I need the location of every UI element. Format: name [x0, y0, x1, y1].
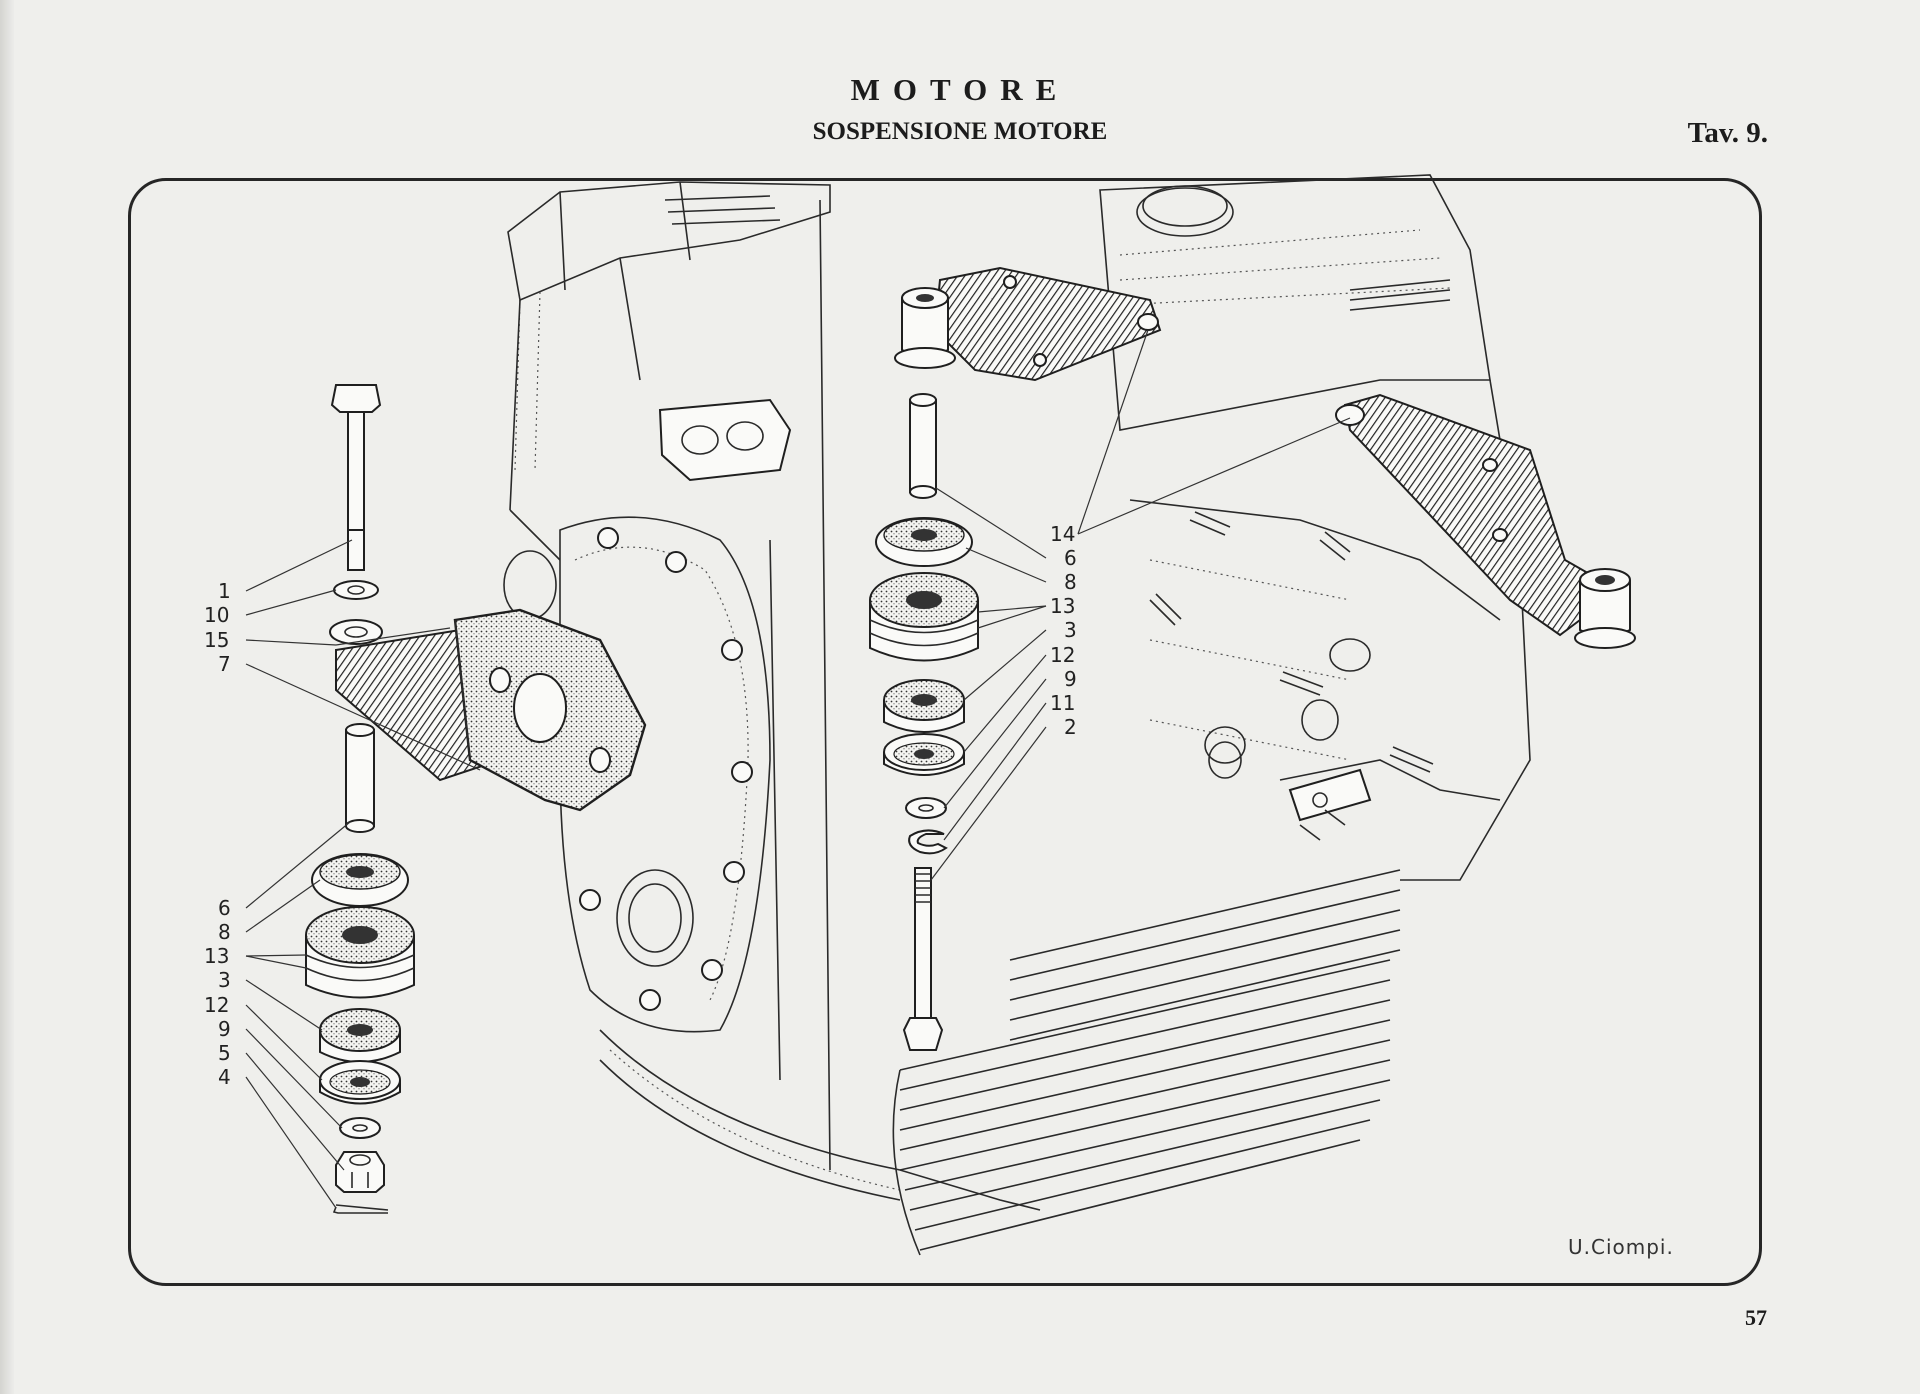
callout-left-3: 15: [204, 628, 229, 652]
rubber-bush-part-3-right: [883, 679, 965, 733]
upper-bracket-part-14: [894, 266, 1162, 382]
callout-right-6: 12: [1050, 643, 1075, 667]
artist-signature: U.Ciompi.: [1568, 1235, 1674, 1259]
callout-left-10: 9: [218, 1017, 231, 1041]
rubber-bush-part-13: [305, 906, 415, 999]
washer-part-9: [339, 1117, 381, 1139]
lower-bracket-part-14: [1335, 393, 1636, 649]
rubber-bush-part-3: [319, 1008, 401, 1063]
callout-left-7: 13: [204, 944, 229, 968]
callout-right-4: 13: [1050, 594, 1075, 618]
page-spine-shadow: [0, 0, 14, 1394]
drawing-frame: [128, 178, 1762, 1286]
leader-lines: [245, 329, 1351, 1209]
washer-part-10: [333, 580, 379, 600]
oil-sump-fins: [892, 869, 1401, 1256]
callout-right-2: 6: [1064, 546, 1077, 570]
callout-right-5: 3: [1064, 618, 1077, 642]
callout-left-1: 1: [218, 579, 231, 603]
spacer-tube-part-6-right: [909, 393, 937, 499]
cotter-pin-part-4: [332, 1204, 389, 1214]
bolt-part-2: [902, 867, 944, 1051]
right-mount-exploded-stack: [869, 266, 1636, 1051]
spacer-tube-part-6: [345, 723, 375, 833]
cup-washer-part-8-right: [875, 517, 973, 567]
page-subtitle: SOSPENSIONE MOTORE: [812, 118, 1108, 145]
table-number: Tav. 9.: [1687, 117, 1768, 149]
circlip-part-11: [908, 829, 948, 855]
castle-nut-part-5: [335, 1151, 385, 1193]
callout-left-5: 6: [218, 896, 231, 920]
callout-right-1: 14: [1050, 522, 1075, 546]
callout-left-6: 8: [218, 920, 231, 944]
callout-left-2: 10: [204, 603, 229, 627]
left-mount-exploded-stack: [305, 384, 647, 1214]
rubber-bush-part-13-right: [869, 572, 979, 662]
page-title: MOTORE: [850, 72, 1070, 107]
cup-washer-part-12: [319, 1060, 401, 1105]
callout-left-11: 5: [218, 1041, 231, 1065]
cup-washer-part-12-right: [883, 733, 965, 776]
callout-numbers: 1 10 15 7 6 8 13 3 12 9 5 4 14 6 8 13 3 …: [204, 522, 1077, 1089]
callout-right-9: 2: [1064, 715, 1077, 739]
callout-right-7: 9: [1064, 667, 1077, 691]
callout-left-4: 7: [218, 652, 231, 676]
page-number: 57: [1745, 1305, 1767, 1330]
callout-right-8: 11: [1050, 691, 1075, 715]
mount-arm-part-15: [329, 608, 647, 812]
cup-washer-part-8: [311, 853, 409, 907]
callout-right-3: 8: [1064, 570, 1077, 594]
bolt-part-1: [330, 384, 382, 571]
callout-left-8: 3: [218, 968, 231, 992]
engine-block-illustration: [503, 174, 1531, 1256]
callout-left-12: 4: [218, 1065, 231, 1089]
washer-part-9-right: [905, 797, 947, 819]
callout-left-9: 12: [204, 993, 229, 1017]
